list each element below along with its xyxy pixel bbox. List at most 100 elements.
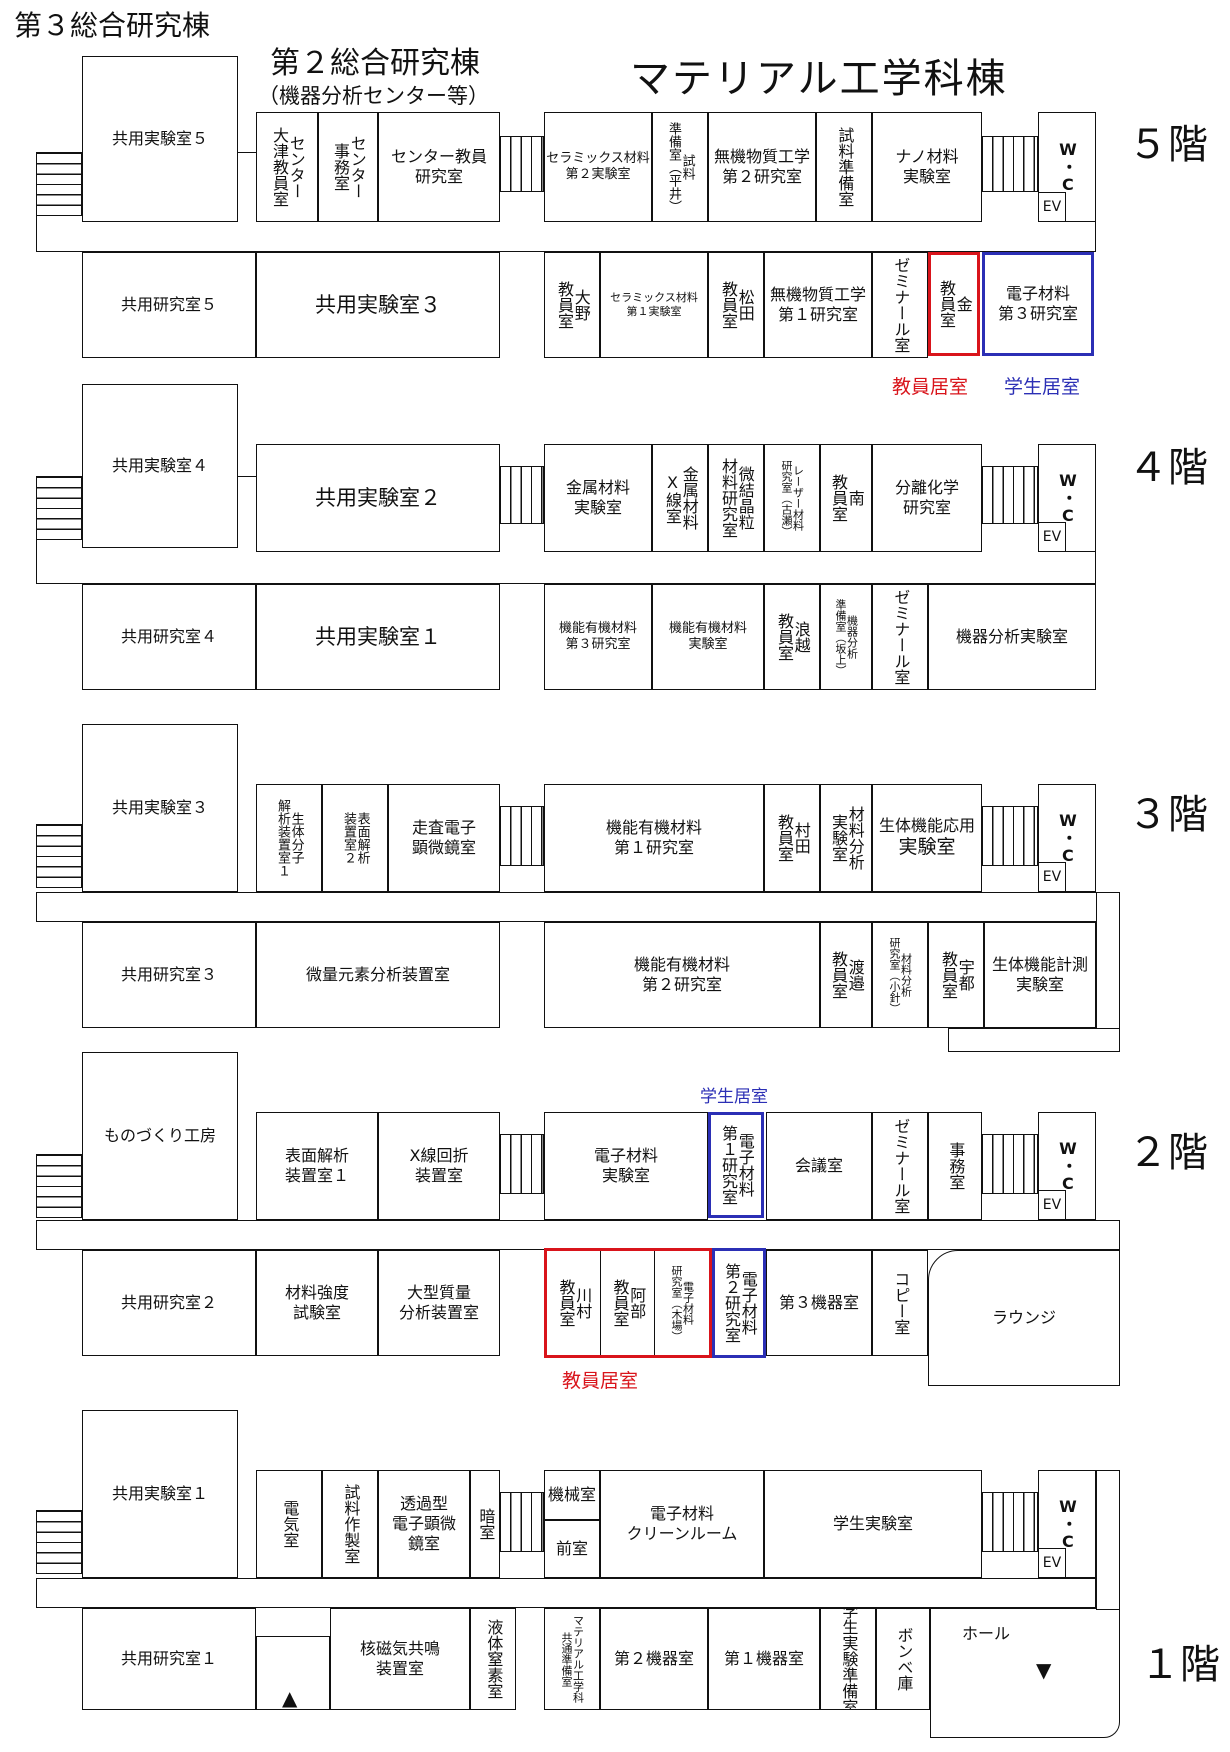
f5-center-otsu: センター 大津教員室: [256, 112, 318, 222]
f5-kim-office: 金 教員室: [928, 252, 980, 356]
stair-icon: [36, 1154, 82, 1218]
f3-bio-application-lab: 生体機能応用 実験室: [872, 784, 982, 892]
f4-organic-exp: 機能有機材料 実験室: [652, 584, 764, 690]
legend-faculty-f2: 教員居室: [562, 1370, 639, 1392]
f4-shared-lab-1: 共用実験室１: [256, 584, 500, 690]
stair-icon: [982, 136, 1038, 192]
f4-instrument-lab: 機器分析実験室: [928, 584, 1096, 690]
legend-student-f5: 学生居室: [1004, 376, 1081, 398]
building-2-title: 第２総合研究棟: [270, 46, 480, 81]
f2-kawamura-office: 川村 教員室: [547, 1251, 601, 1355]
f5-inorganic-lab-1: 無機物質工学 第１研究室: [764, 252, 872, 358]
stair-icon: [36, 824, 82, 888]
f5-nano-lab: ナノ材料 実験室: [872, 112, 982, 222]
f3-trace-element-room: 微量元素分析装置室: [256, 922, 500, 1028]
f1-cleanroom: 電子材料 クリーンルーム: [600, 1470, 764, 1578]
f3-bio-application-sub: 実験室: [898, 836, 956, 859]
stair-icon: [500, 466, 544, 524]
stair-icon: [500, 1492, 544, 1552]
stair-icon: [982, 1134, 1038, 1194]
f5-inorganic-lab-2: 無機物質工学 第２研究室: [708, 112, 816, 222]
f2-instrument-room-3: 第３機器室: [766, 1250, 872, 1356]
f2-electronic-lab-2: 電子材料 第２研究室: [712, 1248, 766, 1358]
floor-5-label: ５階: [1128, 122, 1208, 168]
f5-ceramics-lab-2: セラミックス材料 第２実験室: [544, 112, 652, 222]
materials-building-title: マテリアル工学科棟: [630, 56, 1008, 102]
f2-surface-room-1: 表面解析 装置室１: [256, 1112, 378, 1220]
f4-namikoshi-office: 浪越 教員室: [764, 584, 820, 690]
f3-bio-measure-lab: 生体機能計測 実験室: [984, 922, 1096, 1028]
stair-icon: [500, 136, 544, 192]
f3-organic-lab-1: 機能有機材料 第１研究室: [544, 784, 764, 892]
f5-ceramics-lab-1: セラミックス材料 第１実験室: [600, 252, 708, 358]
stair-icon: [36, 152, 82, 216]
building-2-subtitle: （機器分析センター等）: [258, 84, 489, 108]
f4-seminar: ゼミナール室: [872, 584, 928, 690]
f4-xray-room: 金属材料 X線室: [652, 444, 708, 552]
f2-kiba-lab: 電子材料 研究室（木場）: [670, 1264, 695, 1342]
f3-analysis-research: 材料分析 研究室（小針）: [872, 922, 928, 1028]
f4-shared-lab-4: 共用実験室４: [82, 384, 238, 548]
f1-entrance: [256, 1636, 330, 1710]
floor-1-label: １階: [1140, 1642, 1220, 1688]
stair-icon: [982, 806, 1038, 866]
f2-abe-office: 阿部 教員室: [601, 1251, 655, 1355]
stair-icon: [982, 1492, 1038, 1552]
f5-center-office: センター 事務室: [318, 112, 378, 222]
f5-shared-lab-5: 共用実験室５: [82, 56, 238, 222]
f4-shared-lab-2: 共用実験室２: [256, 444, 500, 552]
entrance-arrow-icon: ▼: [1036, 1658, 1052, 1682]
f4-separation-lab: 分離化学 研究室: [872, 444, 982, 552]
f2-seminar: ゼミナール室: [872, 1112, 928, 1220]
f5-shared-research-5: 共用研究室５: [82, 252, 256, 358]
f1-shared-lab-1: 共用実験室１: [82, 1410, 238, 1578]
building-3-title: 第３総合研究棟: [14, 9, 211, 42]
f1-east-wall: [1096, 1470, 1120, 1610]
f5-electronic-lab-3: 電子材料 第３研究室: [982, 252, 1094, 356]
f4-elevator: EV: [1038, 522, 1066, 552]
stair-icon: [500, 1134, 544, 1194]
f2-strength-test: 材料強度 試験室: [256, 1250, 378, 1356]
legend-faculty-f5: 教員居室: [892, 376, 969, 398]
f2-lounge: ラウンジ: [928, 1250, 1120, 1386]
f1-anteroom: 前室: [544, 1520, 600, 1578]
stair-icon: [36, 476, 82, 540]
f3-murata-office: 村田 教員室: [764, 784, 820, 892]
corridor-f3: [36, 892, 1120, 922]
legend-student-f2: 学生居室: [700, 1087, 768, 1107]
f2-electronic-exp: 電子材料 実験室: [544, 1112, 708, 1220]
f4-microcrystal-lab: 微結晶粒 材料研究室: [708, 444, 764, 552]
f3-east-corridor: [948, 1028, 1120, 1052]
f5-seminar: ゼミナール室: [872, 252, 928, 358]
f3-bio-application-label: 生体機能応用: [878, 816, 975, 836]
f2-mass-spec-room: 大型質量 分析装置室: [378, 1250, 500, 1356]
f1-hall-label: ホール: [962, 1624, 1011, 1643]
corridor-f2: [36, 1220, 1120, 1250]
f5-elevator: EV: [1038, 192, 1066, 222]
f3-shared-lab-3: 共用実験室３: [82, 724, 238, 892]
f4-organic-lab-3: 機能有機材料 第３研究室: [544, 584, 652, 690]
f1-tem-room: 透過型 電子顕微 鏡室: [378, 1470, 470, 1578]
stair-icon: [982, 466, 1038, 524]
f2-copy-room: コピー室: [872, 1250, 928, 1356]
f5-shared-lab-3: 共用実験室３: [256, 252, 500, 358]
f3-surface-room-2: 表面解析 装置室２: [322, 784, 388, 892]
f2-wc: W・C: [1038, 1112, 1096, 1220]
f1-cylinder-store: ボンベ庫: [876, 1608, 930, 1710]
f4-shared-research-4: 共用研究室４: [82, 584, 256, 690]
f2-electronic-lab-1: 電子材料 第１研究室: [708, 1112, 764, 1218]
stair-icon: [36, 1510, 82, 1574]
f1-hall: [930, 1608, 1120, 1738]
f3-watanabe-office: 渡邉 教員室: [820, 922, 872, 1028]
f1-elevator: EV: [1038, 1548, 1066, 1578]
f3-elevator: EV: [1038, 862, 1066, 892]
corridor-f1: [36, 1578, 1096, 1608]
f1-nmr-room: 核磁気共鳴 装置室: [330, 1608, 470, 1710]
f1-sample-prep: 試料作製室: [322, 1470, 378, 1578]
floor-2-label: ２階: [1128, 1130, 1208, 1176]
f3-sem-room: 走査電子 顕微鏡室: [388, 784, 500, 892]
f1-instrument-room-2: 第２機器室: [600, 1608, 708, 1710]
f4-laser-lab: レーザー材料 研究室（古瀬）: [764, 444, 820, 552]
f3-shared-research-3: 共用研究室３: [82, 922, 256, 1028]
